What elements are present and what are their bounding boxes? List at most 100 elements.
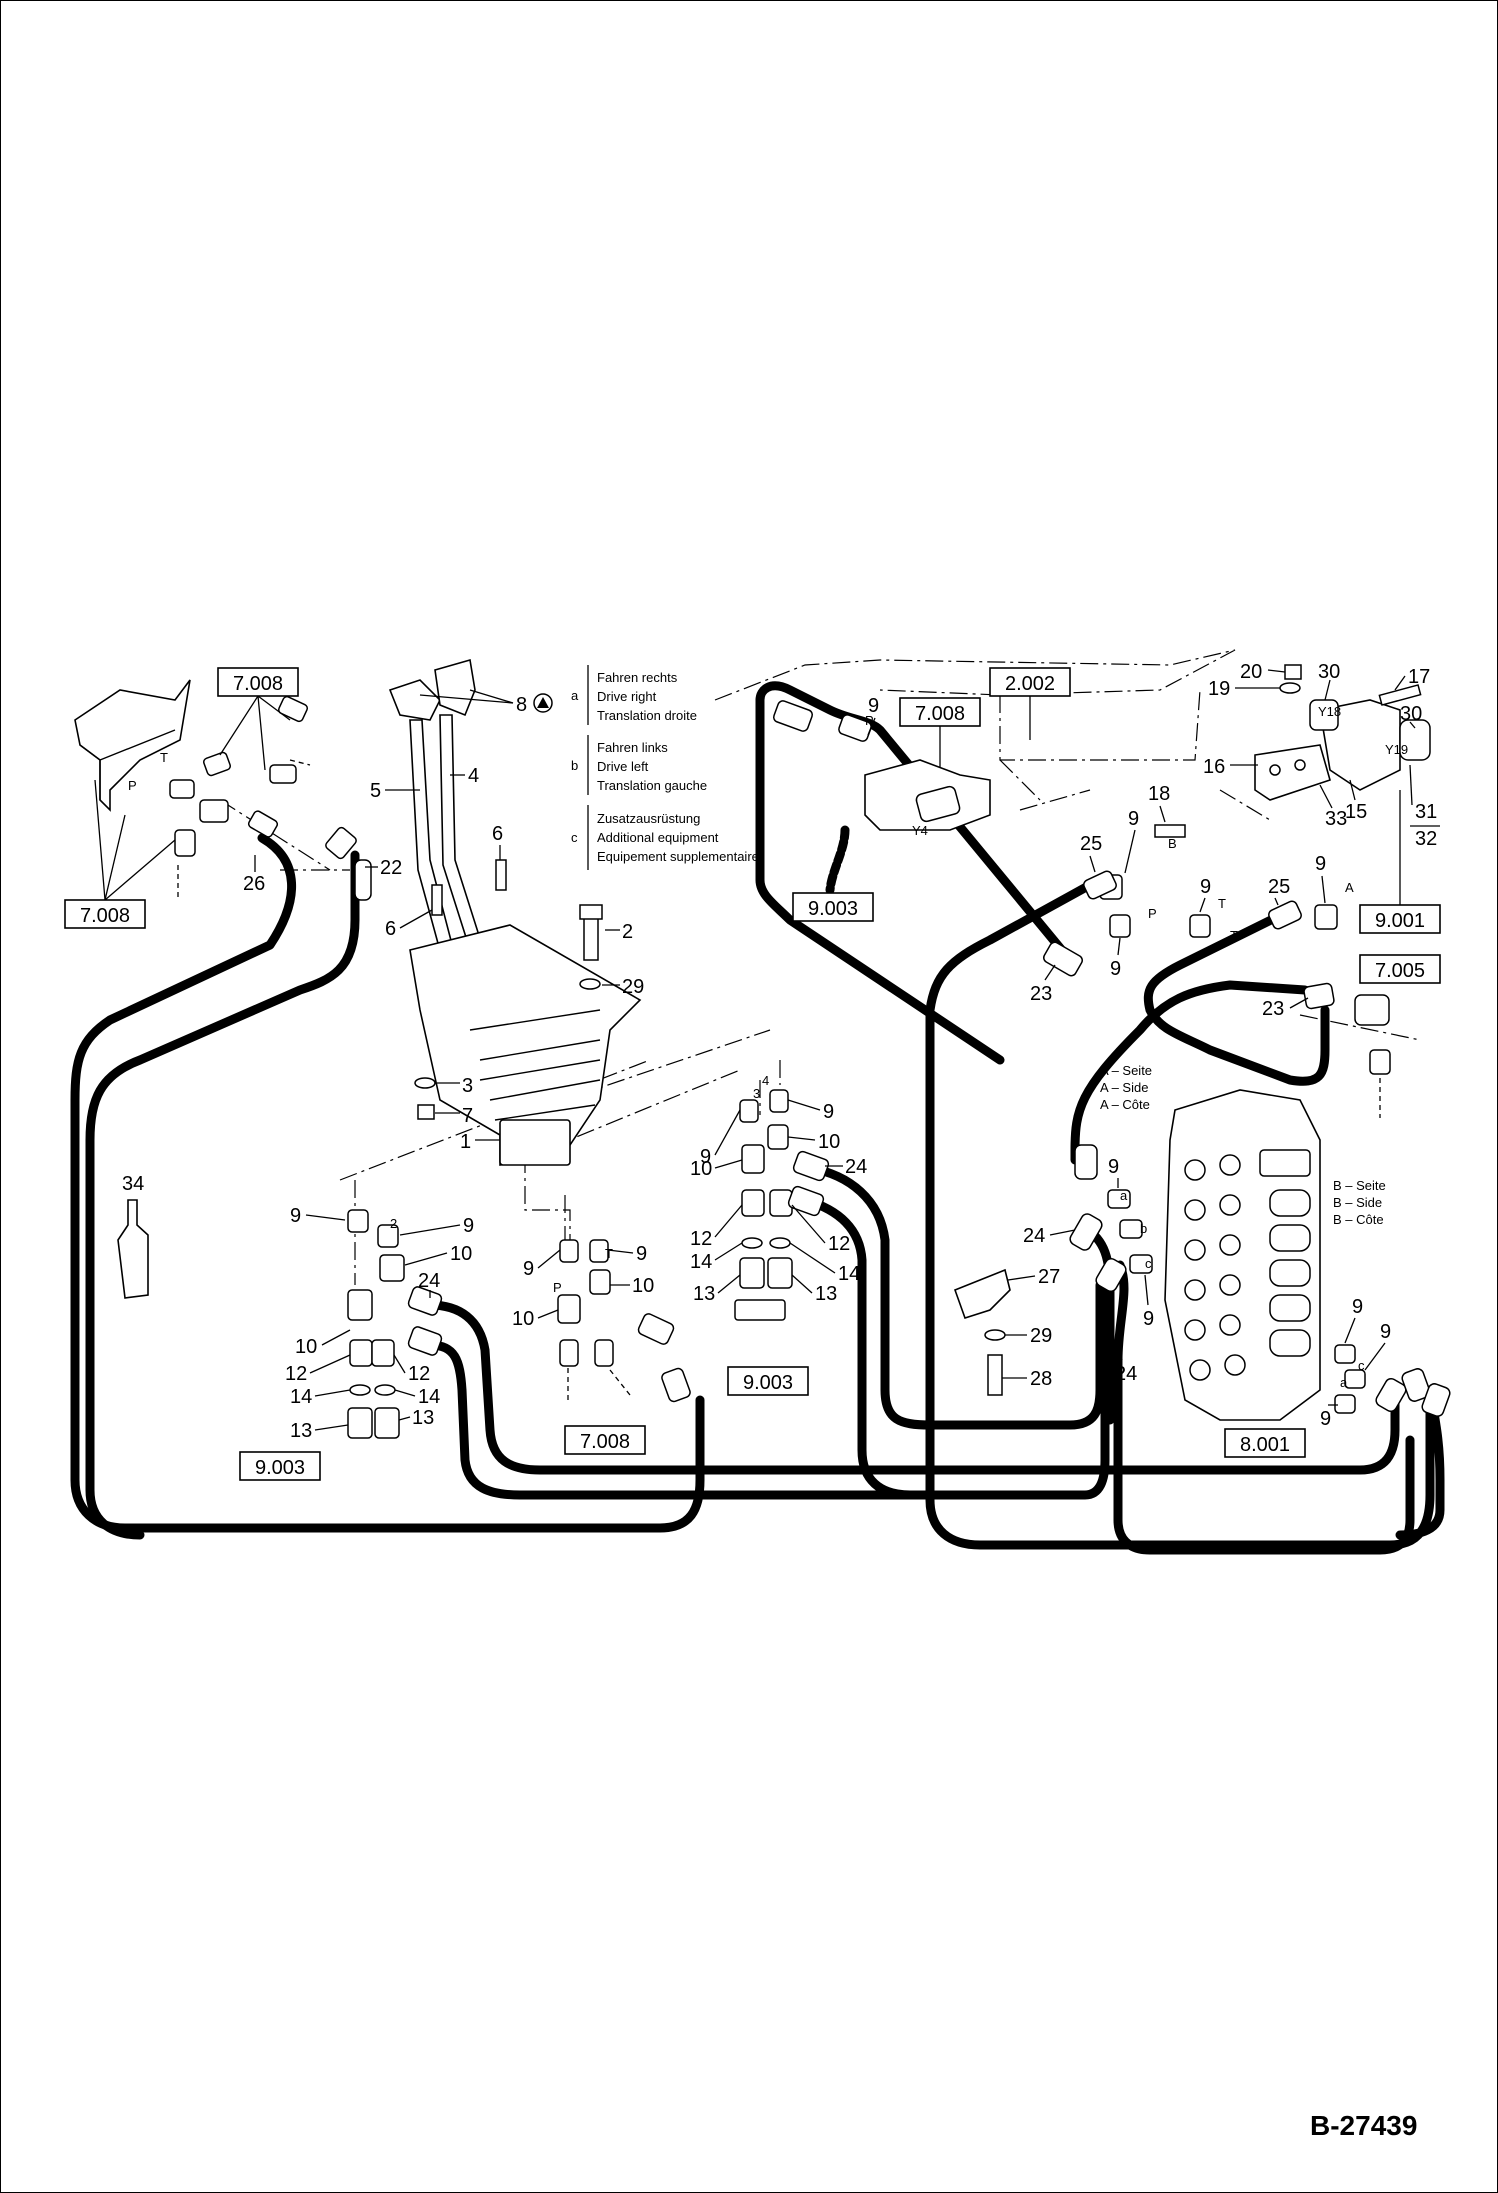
svg-text:10: 10 xyxy=(632,1275,654,1297)
svg-text:9: 9 xyxy=(1200,876,1211,898)
svg-text:24: 24 xyxy=(1023,1225,1045,1247)
hose-24-left-b xyxy=(425,1275,1110,1500)
svg-text:c: c xyxy=(1145,1256,1152,1271)
parts xyxy=(74,658,1451,1439)
ref-box: 8.001 xyxy=(1224,1428,1306,1458)
clamp xyxy=(953,1268,1011,1319)
hose-9003-lower xyxy=(825,825,850,895)
ref-box: 9.003 xyxy=(792,892,874,922)
fitting xyxy=(277,695,309,723)
svg-text:A – Seite: A – Seite xyxy=(1100,1063,1152,1078)
svg-text:P: P xyxy=(1148,906,1157,921)
svg-text:10: 10 xyxy=(450,1243,472,1265)
ref-box: 7.008 xyxy=(217,667,299,697)
svg-text:23: 23 xyxy=(1030,983,1052,1005)
svg-text:2.002: 2.002 xyxy=(1005,673,1055,695)
svg-text:7.008: 7.008 xyxy=(915,703,965,725)
svg-text:9.003: 9.003 xyxy=(808,898,858,920)
svg-text:24: 24 xyxy=(845,1156,867,1178)
svg-text:Fahren rechts: Fahren rechts xyxy=(597,670,678,685)
svg-text:7.008: 7.008 xyxy=(80,905,130,927)
svg-text:A – Côte: A – Côte xyxy=(1100,1097,1150,1112)
svg-text:12: 12 xyxy=(285,1363,307,1385)
svg-text:T: T xyxy=(160,750,168,765)
ref-box: 7.008 xyxy=(64,899,146,929)
svg-text:31: 31 xyxy=(1415,801,1437,823)
svg-text:c: c xyxy=(1358,1358,1365,1373)
svg-text:30: 30 xyxy=(1318,661,1340,683)
svg-text:30: 30 xyxy=(1400,703,1422,725)
svg-text:20: 20 xyxy=(1240,661,1262,683)
ref-box: 7.008 xyxy=(564,1425,646,1455)
svg-text:32: 32 xyxy=(1415,828,1437,850)
screw xyxy=(495,859,507,891)
svg-text:9: 9 xyxy=(636,1243,647,1265)
svg-text:25: 25 xyxy=(1268,876,1290,898)
svg-text:34: 34 xyxy=(122,1173,144,1195)
svg-text:12: 12 xyxy=(828,1233,850,1255)
hose-end xyxy=(354,859,372,901)
svg-text:b: b xyxy=(1140,1221,1147,1236)
fitting xyxy=(325,826,357,860)
svg-text:Translation gauche: Translation gauche xyxy=(597,778,707,793)
fitting xyxy=(269,764,297,784)
svg-text:19: 19 xyxy=(1208,678,1230,700)
svg-text:Drive left: Drive left xyxy=(597,759,649,774)
svg-text:B – Side: B – Side xyxy=(1333,1195,1382,1210)
svg-text:a: a xyxy=(1120,1188,1128,1203)
svg-text:13: 13 xyxy=(290,1420,312,1442)
svg-text:P: P xyxy=(865,713,874,728)
screw xyxy=(431,884,443,916)
fitting xyxy=(347,1209,369,1233)
svg-text:T: T xyxy=(1218,896,1226,911)
fitting xyxy=(371,1339,395,1367)
svg-text:29: 29 xyxy=(1030,1325,1052,1347)
pilot-block xyxy=(499,1119,571,1166)
svg-text:14: 14 xyxy=(290,1386,312,1408)
svg-text:A – Side: A – Side xyxy=(1100,1080,1148,1095)
ref-box: 9.003 xyxy=(727,1366,809,1396)
svg-text:9: 9 xyxy=(1110,958,1121,980)
svg-text:24: 24 xyxy=(1115,1363,1137,1385)
svg-text:9: 9 xyxy=(1143,1308,1154,1330)
svg-text:T: T xyxy=(605,1246,613,1261)
svg-text:Equipement supplementaire: Equipement supplementaire xyxy=(597,849,759,864)
ref-box: 9.003 xyxy=(239,1451,321,1481)
svg-text:a: a xyxy=(1340,1375,1348,1390)
svg-text:8.001: 8.001 xyxy=(1240,1434,1290,1456)
svg-text:9: 9 xyxy=(523,1258,534,1280)
svg-text:26: 26 xyxy=(243,873,265,895)
svg-text:a: a xyxy=(571,688,579,703)
svg-text:9.003: 9.003 xyxy=(255,1457,305,1479)
attention-icon-triangle xyxy=(537,697,549,708)
svg-text:27: 27 xyxy=(1038,1266,1060,1288)
svg-text:1: 1 xyxy=(460,1131,471,1153)
svg-text:12: 12 xyxy=(408,1363,430,1385)
svg-text:P: P xyxy=(553,1280,562,1295)
fitting xyxy=(377,1224,399,1248)
ref-box: 9.001 xyxy=(1359,904,1441,934)
document-number: B-27439 xyxy=(1310,2110,1418,2141)
svg-text:12: 12 xyxy=(690,1228,712,1250)
hose-24-left xyxy=(425,1300,1400,1475)
svg-text:28: 28 xyxy=(1030,1368,1052,1390)
hose-23-top-b xyxy=(755,695,1005,1065)
svg-text:17: 17 xyxy=(1408,666,1430,688)
svg-text:9: 9 xyxy=(1128,808,1139,830)
svg-text:13: 13 xyxy=(815,1283,837,1305)
svg-text:15: 15 xyxy=(1345,801,1367,823)
pressure-switch xyxy=(347,1407,373,1439)
nut xyxy=(417,1104,435,1120)
svg-text:Y18: Y18 xyxy=(1318,704,1341,719)
fitting xyxy=(169,779,195,799)
pedal-right xyxy=(434,658,476,717)
svg-text:2: 2 xyxy=(622,921,633,943)
svg-text:10: 10 xyxy=(295,1336,317,1358)
svg-text:7.008: 7.008 xyxy=(233,673,283,695)
svg-text:14: 14 xyxy=(838,1263,860,1285)
svg-text:9: 9 xyxy=(290,1205,301,1227)
svg-text:c: c xyxy=(571,830,578,845)
port-marks: T P P T P T B A 2 3 4 Y4 Y18 Y19 a b c c… xyxy=(128,704,1408,1390)
svg-text:9.003: 9.003 xyxy=(743,1372,793,1394)
